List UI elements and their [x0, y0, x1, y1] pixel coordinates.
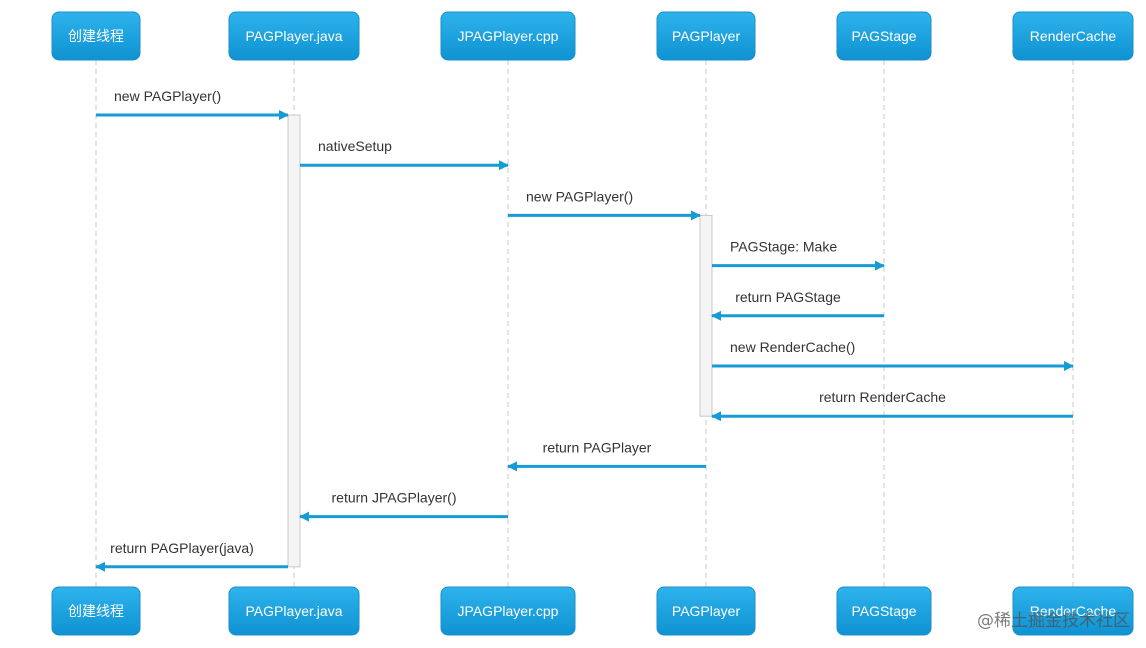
message-label-6: return RenderCache [819, 389, 946, 405]
participant-bottom-4: PAGStage [836, 586, 932, 636]
participant-label: JPAGPlayer.cpp [458, 28, 559, 44]
participant-top-5: RenderCache [1012, 11, 1134, 61]
participant-top-0: 创建线程 [51, 11, 141, 61]
participant-label: 创建线程 [68, 603, 124, 619]
participant-box [228, 11, 360, 61]
message-label-9: return PAGPlayer(java) [110, 540, 254, 556]
participant-box [440, 11, 576, 61]
participant-box [228, 586, 360, 636]
message-label-8: return JPAGPlayer() [332, 490, 457, 506]
participant-box [656, 586, 756, 636]
participant-top-4: PAGStage [836, 11, 932, 61]
participant-box [51, 586, 141, 636]
participant-label: 创建线程 [68, 28, 124, 44]
participant-box [836, 586, 932, 636]
participant-label: PAGPlayer [672, 603, 741, 619]
participant-box [1012, 11, 1134, 61]
participant-bottom-5: RenderCache [1012, 586, 1134, 636]
participant-box [51, 11, 141, 61]
message-label-2: new PAGPlayer() [526, 188, 633, 204]
message-label-5: new RenderCache() [730, 339, 855, 355]
participant-label: PAGPlayer.java [245, 28, 342, 44]
participant-bottom-2: JPAGPlayer.cpp [440, 586, 576, 636]
participant-top-1: PAGPlayer.java [228, 11, 360, 61]
participant-box [656, 11, 756, 61]
message-label-3: PAGStage: Make [730, 239, 837, 255]
participant-bottom-0: 创建线程 [51, 586, 141, 636]
participant-bottom-3: PAGPlayer [656, 586, 756, 636]
watermark: @稀土掘金技术社区 [977, 611, 1130, 631]
participant-label: JPAGPlayer.cpp [458, 603, 559, 619]
participant-box [1012, 586, 1134, 636]
participant-label: PAGPlayer.java [245, 603, 342, 619]
message-label-7: return PAGPlayer [543, 439, 652, 455]
participant-top-2: JPAGPlayer.cpp [440, 11, 576, 61]
participant-bottom-1: PAGPlayer.java [228, 586, 360, 636]
participant-label: PAGStage [851, 28, 916, 44]
participant-label: PAGStage [851, 603, 916, 619]
message-label-4: return PAGStage [735, 289, 841, 305]
participant-top-3: PAGPlayer [656, 11, 756, 61]
activation-bar-1 [699, 214, 713, 417]
activation-bar-0 [287, 114, 301, 568]
message-label-0: new PAGPlayer() [114, 88, 221, 104]
participant-box [440, 586, 576, 636]
participant-label: RenderCache [1030, 603, 1117, 619]
participant-label: RenderCache [1030, 28, 1117, 44]
message-label-1: nativeSetup [318, 138, 392, 154]
participant-box [836, 11, 932, 61]
participant-label: PAGPlayer [672, 28, 741, 44]
